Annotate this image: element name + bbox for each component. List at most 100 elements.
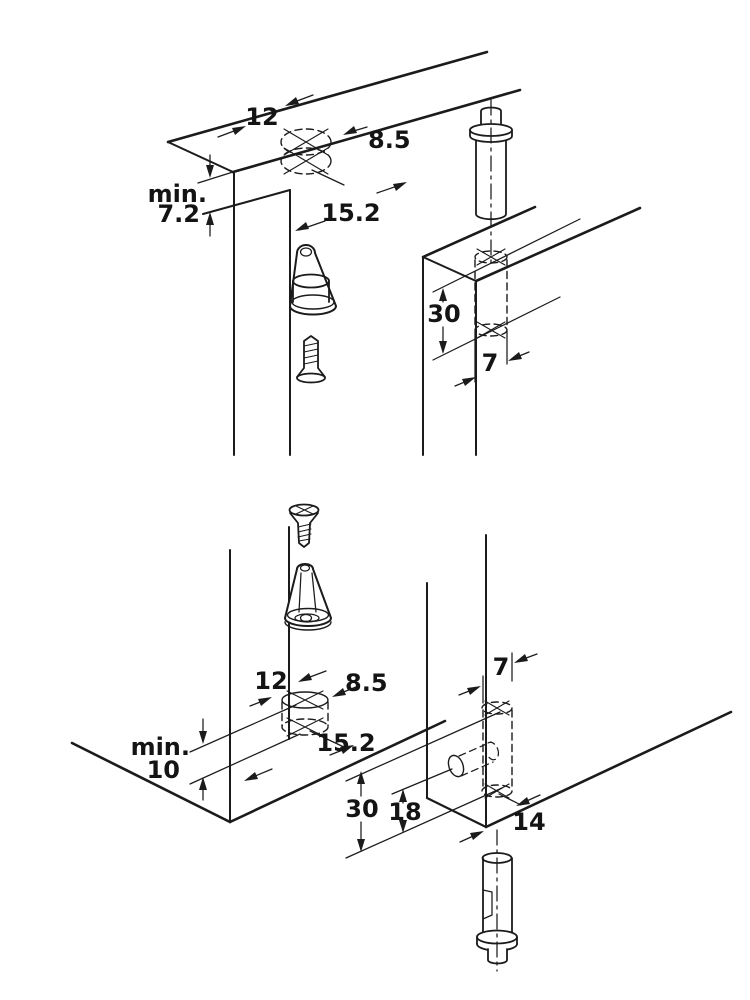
dim-min-thickness: min. 7.2	[148, 154, 214, 237]
left-side-panel	[233, 171, 291, 456]
arrowhead	[357, 839, 365, 852]
top-view: 12 8.5 min. 7.2 15.2	[148, 50, 642, 456]
panel-top-edge	[421, 205, 537, 259]
bottom-panel	[70, 710, 733, 829]
extension-line	[482, 652, 513, 704]
bolt-head	[480, 106, 502, 129]
connector-housing	[289, 244, 337, 316]
panel-top-edge	[474, 206, 642, 283]
dim-label: 30	[345, 795, 378, 823]
arrowhead	[393, 182, 407, 191]
pin-drill-hole	[481, 700, 513, 799]
arrowhead	[514, 654, 528, 663]
dim-label: 7	[493, 653, 510, 681]
connector-housing	[284, 563, 332, 631]
dim-side-hole-offset: 18	[388, 768, 453, 833]
housing-outline	[289, 244, 337, 316]
arrowhead	[206, 165, 214, 178]
extension-line	[498, 793, 522, 806]
dim-drill-depth: 30	[345, 711, 503, 859]
dim-edge-offset: 14	[459, 793, 546, 843]
housing-top-hole	[299, 247, 313, 257]
dim-front-edge-distance: 15.2	[244, 729, 376, 781]
dim-label: 30	[427, 300, 460, 328]
housing-flange-lower	[284, 621, 332, 631]
dowel-sleeve	[476, 829, 518, 972]
dim-label: 8.5	[368, 126, 411, 154]
extension-line	[189, 733, 301, 785]
extension-line	[197, 171, 234, 184]
arrowhead	[357, 771, 365, 784]
arrowhead	[332, 688, 346, 697]
arrowhead	[508, 352, 522, 361]
arrowhead	[467, 686, 481, 695]
arrowhead	[199, 731, 207, 744]
dim-hole-diameter: 8.5	[332, 669, 388, 697]
dim-min-thickness: min. 10	[131, 704, 301, 801]
arrowhead	[399, 820, 407, 833]
screw-threads	[297, 523, 312, 542]
dim-hole-diameter: 8.5	[343, 126, 411, 154]
center-cross	[286, 690, 324, 737]
extension-line	[432, 218, 581, 293]
extension-line	[309, 730, 347, 749]
panel-bottom-edge	[425, 796, 488, 829]
center-cross	[484, 700, 510, 799]
hole-inner-end	[484, 741, 500, 761]
dim-pin-hole-diameter: 7	[458, 652, 538, 704]
arrowhead	[340, 745, 354, 754]
dim-front-edge-distance: 15.2	[295, 169, 407, 231]
arrowhead	[516, 797, 530, 806]
screw-outline	[289, 512, 319, 548]
hole-bottom	[474, 323, 508, 337]
arrowhead	[439, 341, 447, 354]
hole-opening	[447, 754, 465, 778]
sleeve-notch	[482, 889, 493, 920]
arrowhead	[206, 212, 214, 225]
extension-line	[432, 296, 561, 361]
arrowhead	[399, 789, 407, 802]
hole-top-outline	[281, 691, 329, 709]
hole-bottom-outline	[281, 718, 329, 736]
dim-hole-offset: 12	[217, 94, 314, 138]
sleeve-flange-side	[476, 936, 518, 945]
housing-top-eye	[299, 564, 311, 572]
screw-threads	[303, 342, 319, 365]
hole-depth-lines	[458, 741, 494, 777]
hole-side	[482, 709, 513, 790]
panel-front-top-edge	[422, 256, 477, 282]
center-cross	[283, 128, 329, 175]
arrowhead	[298, 673, 312, 682]
extension-line	[474, 330, 508, 383]
arrowhead	[462, 377, 476, 386]
dim-label: 15.2	[316, 729, 375, 757]
arrowhead	[343, 126, 357, 135]
panel-left-end-edge	[167, 141, 234, 173]
side-cross-hole	[447, 741, 500, 778]
top-panel	[166, 50, 522, 215]
dim-label-value: 7.2	[157, 200, 200, 228]
mounting-screw	[296, 335, 326, 384]
extension-line	[189, 704, 297, 753]
mounting-screw	[288, 503, 320, 548]
phillips-icon	[295, 505, 314, 515]
bottom-view: 12 8.5 min. 10 15.2	[70, 503, 733, 972]
dim-label: 14	[512, 808, 545, 836]
sleeve-side	[482, 857, 513, 937]
dim-label: 15.2	[321, 199, 380, 227]
extension-line	[391, 768, 453, 795]
dim-label-value: 10	[147, 756, 180, 784]
center-cross	[476, 248, 506, 339]
housing-screw-hole	[299, 613, 313, 623]
arrowhead	[285, 97, 299, 106]
arrowhead	[470, 831, 484, 840]
dim-label: 8.5	[345, 669, 388, 697]
dim-pin-hole-diameter: 7	[454, 330, 530, 387]
right-side-panel	[425, 534, 488, 829]
arrowhead	[295, 222, 309, 231]
housing-drill-hole	[281, 690, 329, 737]
housing-bore-lines	[298, 572, 317, 613]
housing-drill-hole	[280, 128, 332, 175]
